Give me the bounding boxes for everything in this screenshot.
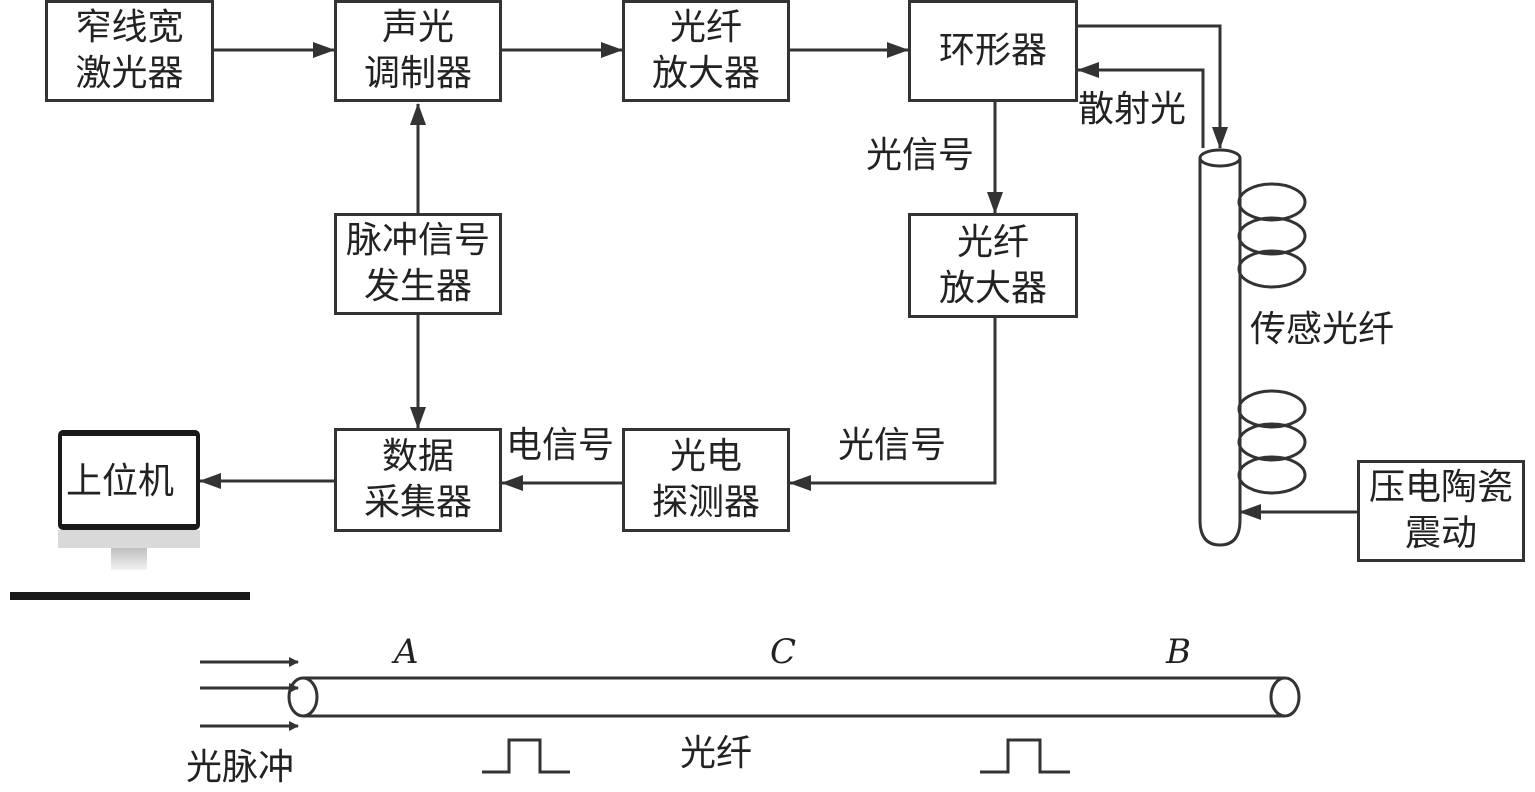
circulator-block: 环形器 [908,0,1078,102]
arrow-amp2-to-detector [789,318,997,491]
photodetector-block: 光电 探测器 [622,428,790,532]
optical-signal-label-2: 光信号 [838,425,947,466]
point-b-label: B [1166,632,1191,672]
fiber-amplifier-1-block: 光纤 放大器 [622,0,790,102]
data-acquisition-block: 数据 采集器 [334,428,502,532]
arrow-circulator-to-fiber [1078,24,1228,149]
light-pulse-label: 光脉冲 [186,747,295,788]
fiber-coils [1237,182,1307,495]
fiber-amplifier-2-block: 光纤 放大器 [908,213,1078,318]
host-computer-label: 上位机 [66,461,175,502]
pulse-shapes [482,738,1070,774]
sensing-fiber-tube [1198,148,1242,547]
narrow-linewidth-laser-block: 窄线宽 激光器 [45,0,214,102]
optical-signal-label-1: 光信号 [866,135,975,176]
fiber-horizontal [287,676,1301,718]
pulse-generator-block: 脉冲信号 发生器 [334,213,502,315]
point-a-label: A [394,632,419,672]
electric-signal-label: 电信号 [506,425,615,466]
scattered-light-label: 散射光 [1078,89,1187,130]
fiber-label: 光纤 [680,733,753,774]
monitor-icon [10,430,250,600]
acousto-optic-modulator-block: 声光 调制器 [334,0,502,102]
piezo-ceramic-block: 压电陶瓷 震动 [1357,460,1525,562]
sensing-fiber-label: 传感光纤 [1250,309,1395,350]
incoming-pulse-arrows [200,657,299,731]
point-c-label: C [770,632,797,672]
arrow-scatter-to-circulator [1077,62,1205,148]
